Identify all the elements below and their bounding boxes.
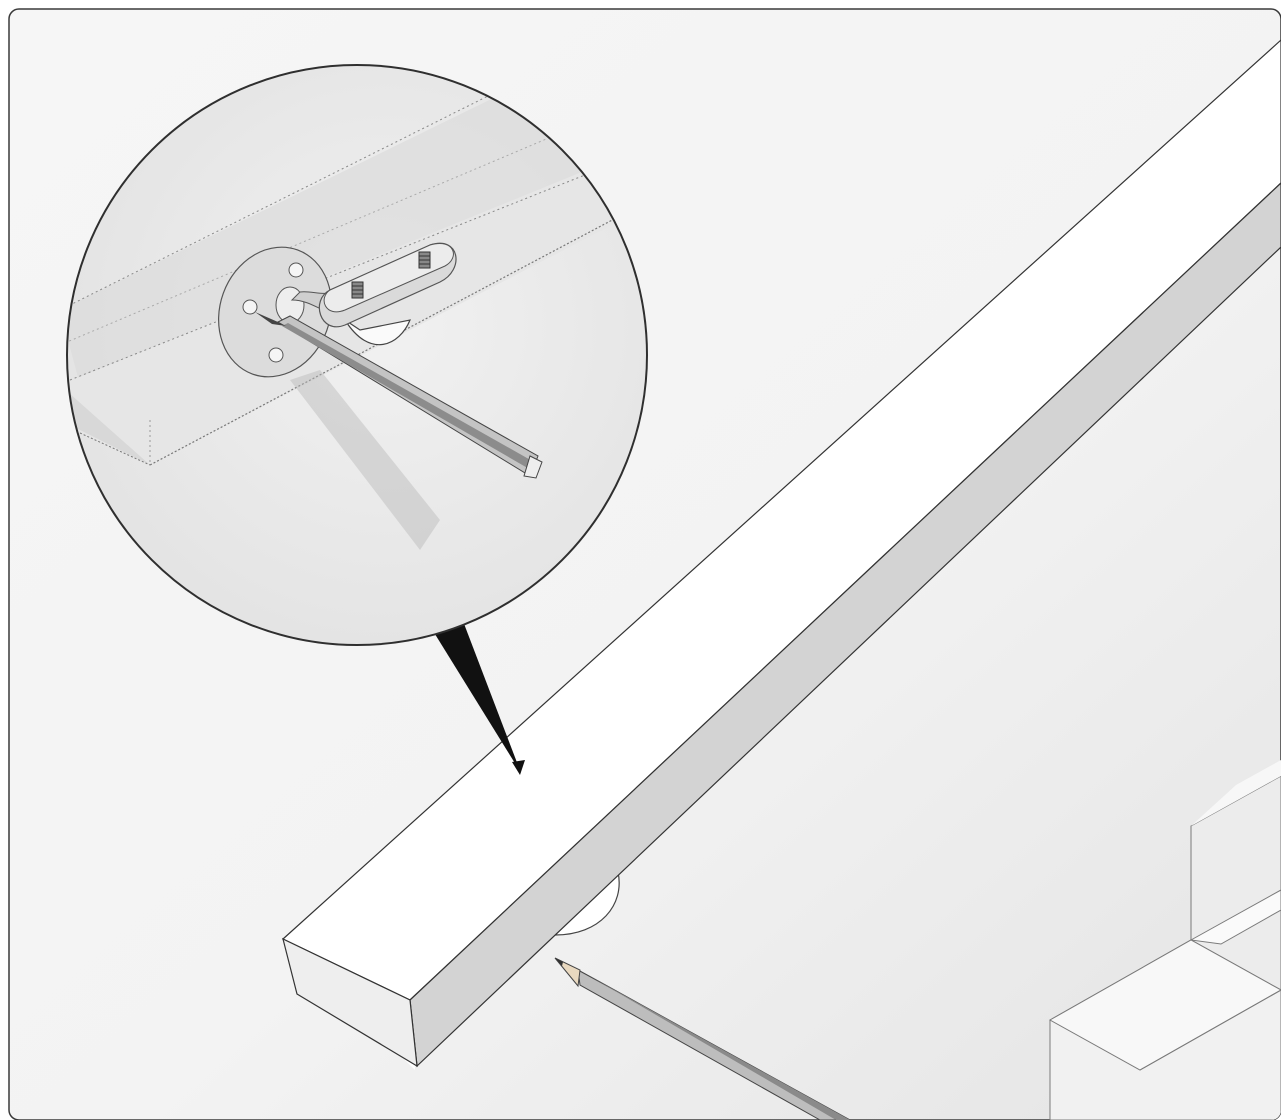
- zoom-bracket-plate: [218, 246, 332, 378]
- pencil: [554, 957, 851, 1120]
- stairs: [1048, 760, 1281, 1120]
- zoom-screw-left: [351, 281, 364, 299]
- zoom-pencil: [255, 312, 543, 479]
- magnifier-callout: [66, 64, 648, 646]
- handrail-end-face: [282, 937, 418, 1068]
- handrail: [281, 38, 1281, 1070]
- zoom-screw-right: [418, 251, 431, 269]
- callout-pointer: [425, 608, 521, 773]
